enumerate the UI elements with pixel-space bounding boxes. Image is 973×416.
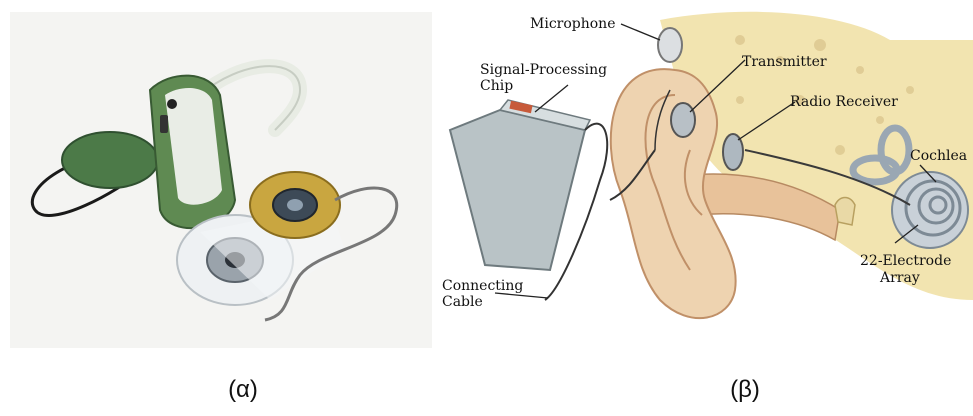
label-transmitter: Transmitter bbox=[742, 54, 827, 70]
microphone-part bbox=[658, 28, 682, 62]
label-signal-chip-line2: Chip bbox=[480, 78, 513, 94]
ear-diagram: Microphone Signal-Processing Chip Transm… bbox=[440, 0, 973, 355]
label-cable-line2: Cable bbox=[442, 294, 483, 310]
label-cable-line1: Connecting bbox=[442, 278, 523, 294]
label-electrode-line1: 22-Electrode bbox=[860, 253, 951, 269]
device-photo bbox=[0, 0, 440, 355]
label-radio-receiver: Radio Receiver bbox=[790, 94, 898, 110]
caption-alpha: (α) bbox=[203, 376, 283, 404]
ossicles bbox=[835, 198, 855, 226]
label-microphone: Microphone bbox=[530, 16, 615, 32]
device-illustration bbox=[0, 0, 440, 355]
label-electrode-line2: Array bbox=[879, 270, 920, 286]
transmitter-part bbox=[671, 103, 695, 137]
label-cochlea: Cochlea bbox=[910, 148, 967, 164]
headpiece-coil bbox=[62, 132, 158, 188]
label-signal-chip-line1: Signal-Processing bbox=[480, 62, 607, 78]
signal-processing-chip bbox=[450, 100, 590, 270]
caption-beta: (β) bbox=[705, 376, 785, 404]
ear-illustration: Microphone Signal-Processing Chip Transm… bbox=[440, 0, 973, 355]
